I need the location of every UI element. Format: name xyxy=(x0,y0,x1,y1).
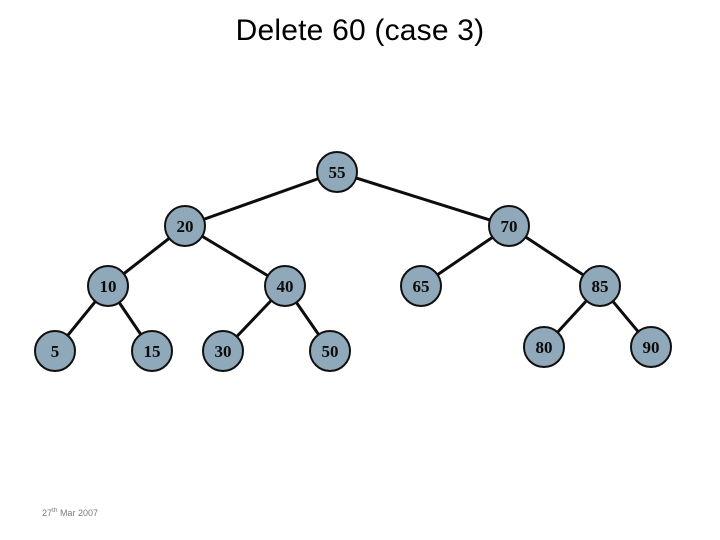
footer-date-month-year: Mar 2007 xyxy=(57,508,98,518)
tree-node-20[interactable]: 20 xyxy=(164,205,206,247)
tree-edge-20-10 xyxy=(121,236,172,276)
tree-edge-70-65 xyxy=(435,235,495,277)
tree-node-50[interactable]: 50 xyxy=(309,330,351,372)
tree-edge-20-40 xyxy=(199,234,271,278)
tree-edge-40-50 xyxy=(294,300,321,337)
tree-node-85[interactable]: 85 xyxy=(579,265,621,307)
tree-node-label: 90 xyxy=(642,337,660,357)
tree-node-label: 40 xyxy=(276,276,294,296)
tree-node-80[interactable]: 80 xyxy=(523,326,565,368)
tree-edge-70-85 xyxy=(523,234,586,278)
tree-node-30[interactable]: 30 xyxy=(202,330,244,372)
tree-node-label: 80 xyxy=(535,337,553,357)
tree-node-label: 85 xyxy=(591,276,609,296)
tree-node-5[interactable]: 5 xyxy=(34,330,76,372)
tree-node-15[interactable]: 15 xyxy=(131,330,173,372)
tree-edge-55-20 xyxy=(201,176,321,222)
footer-date-ordinal-suffix: th xyxy=(52,507,58,514)
tree-node-label: 55 xyxy=(328,162,346,182)
tree-node-65[interactable]: 65 xyxy=(400,265,442,307)
tree-node-55[interactable]: 55 xyxy=(316,151,358,193)
tree-node-label: 15 xyxy=(143,341,161,361)
page-title: Delete 60 (case 3) xyxy=(235,14,485,47)
tree-node-label: 50 xyxy=(321,341,339,361)
tree-node-90[interactable]: 90 xyxy=(630,326,672,368)
tree-node-40[interactable]: 40 xyxy=(264,265,306,307)
footer-date-number: 27 xyxy=(42,508,53,518)
tree-edge-10-15 xyxy=(117,300,143,337)
tree-edge-55-70 xyxy=(353,176,493,222)
tree-node-10[interactable]: 10 xyxy=(87,265,129,307)
tree-node-label: 30 xyxy=(214,341,232,361)
tree-node-label: 70 xyxy=(500,216,518,236)
tree-node-label: 10 xyxy=(99,276,117,296)
tree-edge-85-80 xyxy=(555,298,589,335)
tree-edge-10-5 xyxy=(65,299,98,338)
tree-node-label: 5 xyxy=(50,341,60,361)
tree-node-label: 20 xyxy=(176,216,194,236)
tree-node-70[interactable]: 70 xyxy=(488,205,530,247)
tree-edge-40-30 xyxy=(234,298,274,339)
footer-date: 27th Mar 2007 xyxy=(42,507,98,518)
tree-edge-85-90 xyxy=(610,299,641,334)
tree-node-label: 65 xyxy=(412,276,430,296)
